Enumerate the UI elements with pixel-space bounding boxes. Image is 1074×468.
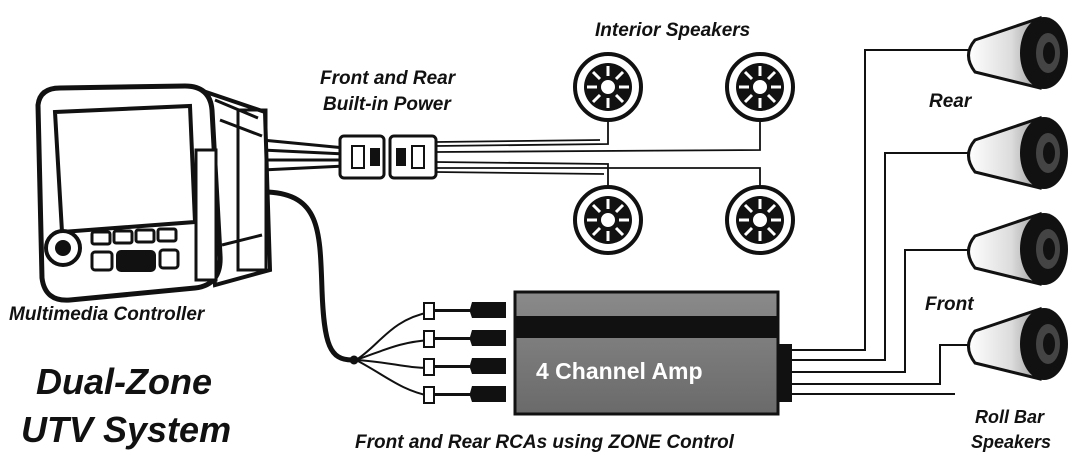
controller-label: Multimedia Controller bbox=[9, 304, 205, 325]
interior-speakers-label: Interior Speakers bbox=[595, 20, 751, 41]
roll-bar-speaker-front-bottom bbox=[967, 306, 1068, 381]
amplifier-label: 4 Channel Amp bbox=[536, 358, 703, 384]
power-harness-wires bbox=[261, 138, 346, 172]
interior-speaker-wires bbox=[435, 120, 761, 190]
power-label-line2: Built-in Power bbox=[323, 94, 451, 115]
power-label-line1: Front and Rear bbox=[320, 68, 456, 89]
title-line2: UTV System bbox=[21, 409, 232, 450]
multimedia-controller bbox=[35, 83, 273, 303]
rear-label: Rear bbox=[929, 91, 972, 112]
amplifier bbox=[513, 290, 792, 416]
roll-bar-label-line2: Speakers bbox=[971, 432, 1052, 452]
rca-plugs bbox=[423, 302, 506, 404]
roll-bar-speaker-wires bbox=[792, 49, 975, 395]
roll-bar-speaker-rear-bottom bbox=[967, 115, 1068, 190]
rcas-label: Front and Rear RCAs using ZONE Control bbox=[355, 432, 734, 453]
roll-bar-speaker-front-top bbox=[967, 211, 1068, 286]
interior-speaker-front-right bbox=[725, 52, 795, 122]
interior-speaker-rear-left bbox=[573, 185, 643, 255]
title-line1: Dual-Zone bbox=[36, 361, 212, 402]
power-connector bbox=[338, 134, 438, 180]
roll-bar-label-line1: Roll Bar bbox=[975, 407, 1045, 427]
interior-speaker-front-left bbox=[573, 52, 643, 122]
rca-cable bbox=[267, 189, 431, 397]
front-label: Front bbox=[925, 294, 974, 315]
roll-bar-speaker-rear-top bbox=[967, 15, 1068, 90]
interior-speaker-rear-right bbox=[725, 185, 795, 255]
